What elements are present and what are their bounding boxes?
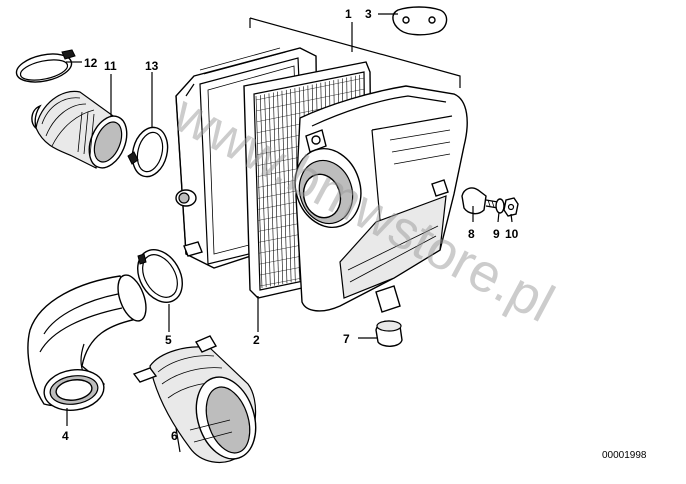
- callout-labels: 1 2 3 4 5 6 7 8 9 10 11 12 13: [62, 7, 519, 443]
- callout-5: 5: [165, 333, 172, 347]
- part-5-clamp-ring: [137, 249, 183, 303]
- leader-lines: [66, 13, 513, 453]
- part-4-intake-elbow: [27, 274, 147, 411]
- part-1-housing-cover: [294, 85, 468, 313]
- callout-11: 11: [104, 59, 117, 73]
- callout-1: 1: [345, 7, 352, 21]
- part-10-nut: [503, 197, 519, 217]
- part-8-bolt: [461, 187, 499, 215]
- callout-8: 8: [468, 227, 475, 241]
- part-12-hose-clamp: [15, 49, 76, 83]
- callout-2: 2: [253, 333, 260, 347]
- callout-4: 4: [62, 429, 69, 443]
- callout-6: 6: [171, 429, 178, 443]
- callout-13: 13: [145, 59, 159, 73]
- callout-10: 10: [505, 227, 519, 241]
- part-13-clamp-ring: [127, 126, 169, 178]
- callout-3: 3: [365, 7, 372, 21]
- part-3-bracket: [392, 6, 448, 36]
- callout-7: 7: [343, 332, 350, 346]
- callout-12: 12: [84, 56, 98, 70]
- part-6-intake-boot: [132, 335, 257, 464]
- document-number: 00001998: [602, 450, 647, 461]
- callout-9: 9: [493, 227, 500, 241]
- part-7-rubber-cap: [375, 320, 403, 347]
- part-9-washer: [495, 198, 505, 214]
- part-11-intake-boot: [31, 90, 128, 169]
